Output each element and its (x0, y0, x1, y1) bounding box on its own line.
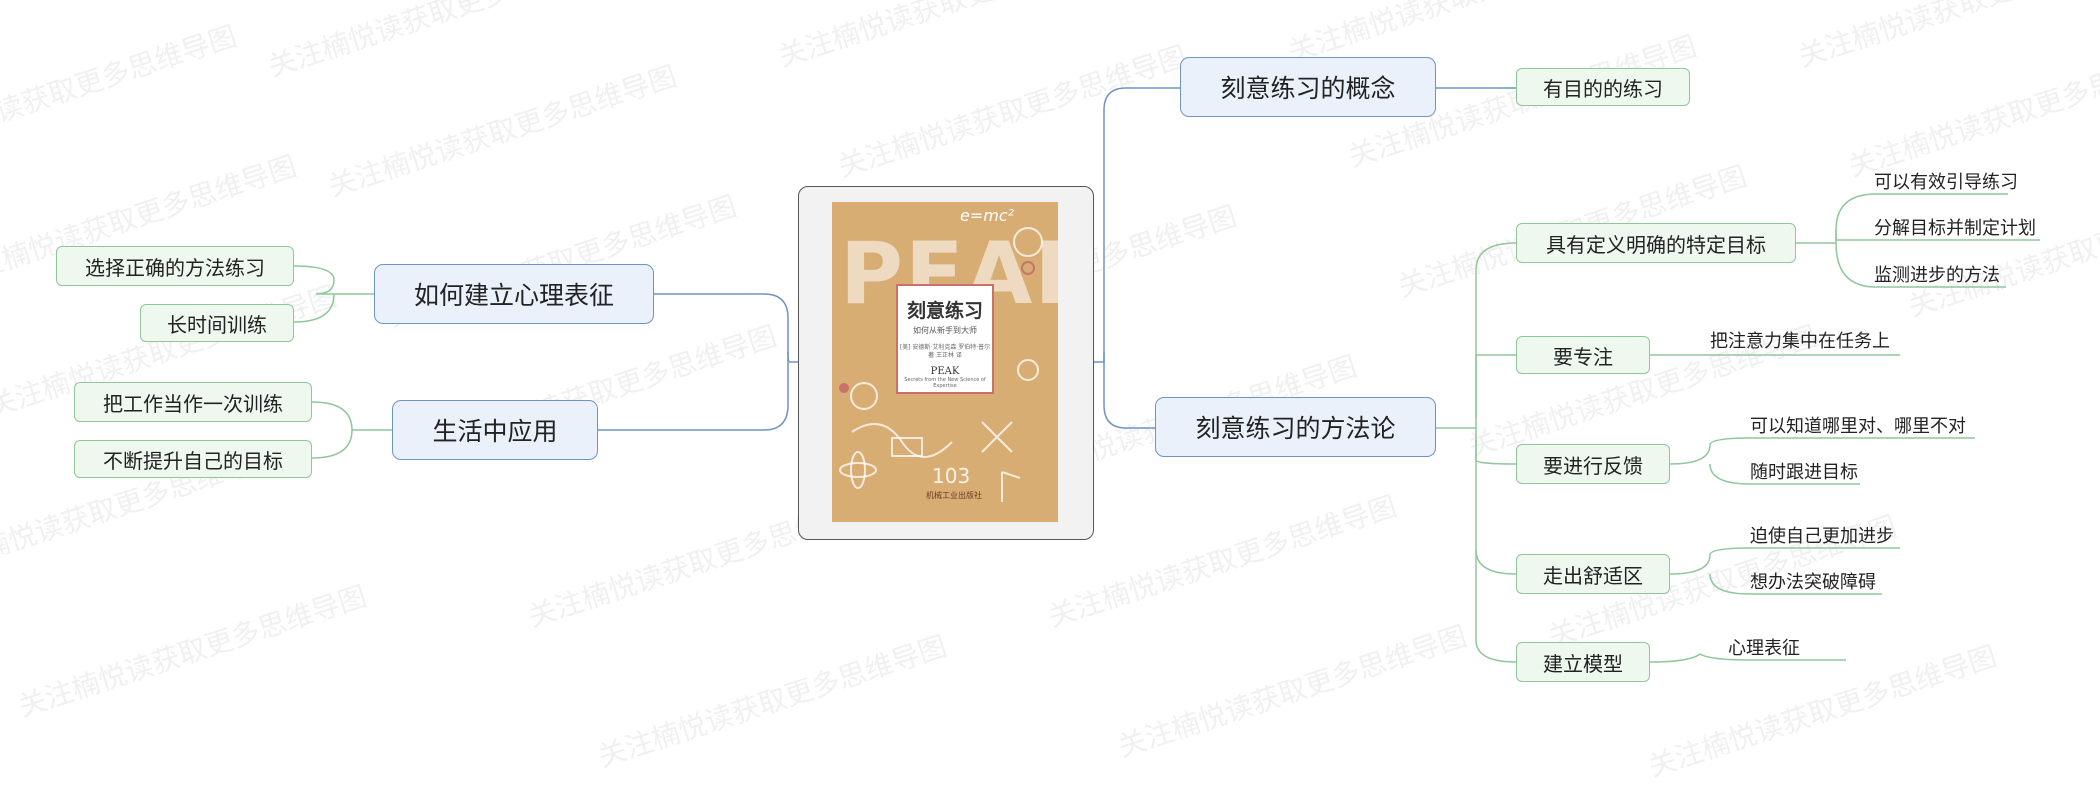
node-specific-goals[interactable]: 具有定义明确的特定目标 (1516, 223, 1796, 263)
node-choose-right-method[interactable]: 选择正确的方法练习 (56, 246, 294, 286)
cover-formula: e=mc² (960, 206, 1015, 225)
node-label: 把工作当作一次训练 (103, 391, 283, 416)
node-long-training[interactable]: 长时间训练 (140, 304, 294, 342)
node-concept[interactable]: 刻意练习的概念 (1180, 57, 1436, 117)
cover-number: 103 (932, 464, 971, 488)
node-label: 刻意练习的方法论 (1195, 414, 1396, 443)
leaf-break-down-goals[interactable]: 分解目标并制定计划 (1874, 218, 2036, 239)
book-authors: [美] 安德斯·艾利克森 罗伯特·普尔 著 王正林 译 (899, 344, 991, 359)
node-label: 长时间训练 (167, 312, 267, 337)
node-purposeful-practice[interactable]: 有目的的练习 (1516, 68, 1690, 106)
node-label: 不断提升自己的目标 (103, 448, 283, 473)
cover-title-box: 刻意练习 如何从新手到大师 [美] 安德斯·艾利克森 罗伯特·普尔 著 王正林 … (896, 284, 994, 394)
node-focus[interactable]: 要专注 (1516, 336, 1650, 374)
node-mental-representation[interactable]: 如何建立心理表征 (374, 264, 654, 324)
node-methodology[interactable]: 刻意练习的方法论 (1155, 397, 1436, 457)
book-subtitle: 如何从新手到大师 (913, 326, 977, 335)
leaf-know-right-wrong[interactable]: 可以知道哪里对、哪里不对 (1750, 416, 1966, 437)
node-label: 具有定义明确的特定目标 (1546, 232, 1766, 257)
book-tagline: Secrets from the New Science of Expertis… (904, 376, 986, 389)
leaf-push-progress[interactable]: 迫使自己更加进步 (1750, 526, 1894, 547)
node-label: 要专注 (1553, 344, 1613, 369)
node-raise-goals[interactable]: 不断提升自己的目标 (74, 440, 312, 478)
node-label: 走出舒适区 (1543, 563, 1643, 588)
leaf-mental-representation[interactable]: 心理表征 (1728, 638, 1800, 659)
book-title: 刻意练习 (906, 300, 983, 322)
connector-lines (293, 87, 2040, 663)
book-cover: PEAK e=mc² 刻意练习 如何从新手到大师 [美] 安德斯·艾利克森 罗伯… (832, 202, 1058, 522)
leaf-follow-goals[interactable]: 随时跟进目标 (1750, 462, 1858, 483)
node-life-application[interactable]: 生活中应用 (392, 400, 598, 460)
node-comfort-zone[interactable]: 走出舒适区 (1516, 554, 1670, 594)
node-feedback[interactable]: 要进行反馈 (1516, 444, 1670, 484)
node-work-as-training[interactable]: 把工作当作一次训练 (74, 382, 312, 422)
book-publisher: 机械工业出版社 (926, 491, 982, 500)
leaf-guide-practice[interactable]: 可以有效引导练习 (1874, 172, 2018, 193)
node-label: 有目的的练习 (1543, 76, 1663, 101)
node-label: 如何建立心理表征 (413, 281, 614, 310)
leaf-break-barriers[interactable]: 想办法突破障碍 (1750, 572, 1876, 593)
cover-doodles (839, 227, 1043, 502)
node-label: 建立模型 (1543, 651, 1623, 676)
leaf-monitor-progress[interactable]: 监测进步的方法 (1874, 265, 2000, 286)
node-build-model[interactable]: 建立模型 (1516, 642, 1650, 682)
leaf-concentrate-task[interactable]: 把注意力集中在任务上 (1710, 331, 1890, 352)
node-label: 选择正确的方法练习 (85, 255, 265, 280)
node-label: 要进行反馈 (1543, 453, 1643, 478)
book-english-title: PEAK (930, 365, 960, 377)
node-label: 刻意练习的概念 (1220, 74, 1396, 103)
node-label: 生活中应用 (432, 417, 558, 446)
